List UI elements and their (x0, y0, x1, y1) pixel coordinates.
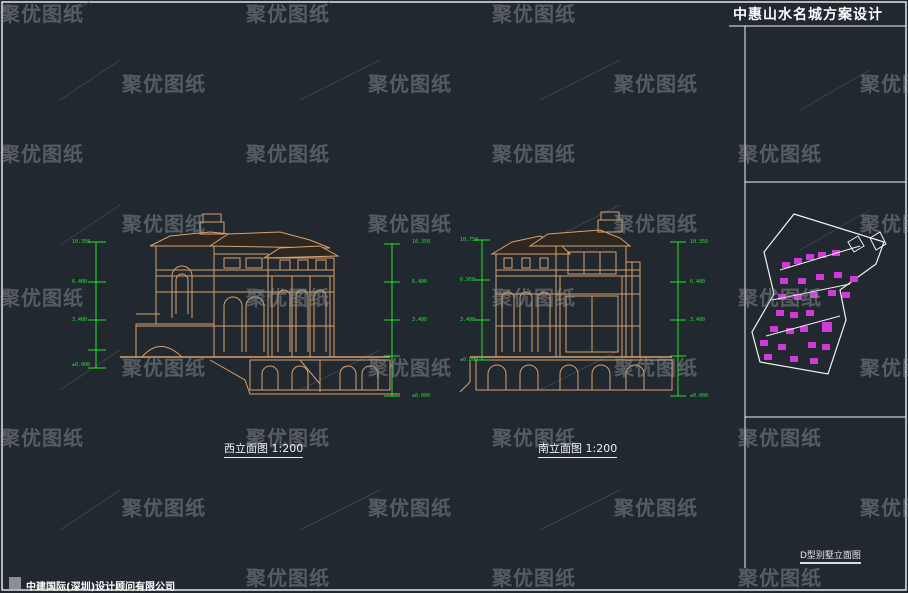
west-right-elev-3: 3.400 (412, 317, 427, 323)
south-elevation-caption: 南立面图 1:200 (538, 440, 618, 458)
west-left-elev-1: 10.350 (72, 239, 90, 245)
west-elevation-drawing[interactable] (120, 213, 400, 395)
west-right-elev-1: 10.350 (412, 239, 430, 245)
west-left-elev-4: ±0.000 (72, 362, 90, 368)
west-left-elev-2: 6.400 (72, 279, 87, 285)
south-left-elev-3: 3.400 (460, 317, 475, 323)
south-left-elev-1: 10.750 (460, 237, 478, 243)
drawing-name: D型别墅立面图 (800, 548, 861, 564)
west-elevation-caption: 西立面图 1:200 (224, 440, 304, 458)
south-right-elev-2: 6.400 (690, 279, 705, 285)
west-left-elev-3: 3.400 (72, 317, 87, 323)
south-dimension-labels: 10.750 6.950 3.400 ±0.000 10.350 6.400 3… (460, 237, 708, 399)
south-right-elev-3: 3.400 (690, 317, 705, 323)
west-right-elev-2: 6.400 (412, 279, 427, 285)
south-left-elev-4: ±0.000 (460, 357, 478, 363)
project-title: 中惠山水名城方案设计 (733, 7, 883, 23)
company-logo-icon (9, 577, 21, 589)
company-name: 中建国际(深圳)设计顾问有限公司 (26, 582, 176, 593)
south-dimension-lines (474, 239, 686, 397)
south-left-elev-2: 6.950 (460, 277, 475, 283)
south-elevation-drawing[interactable] (459, 211, 673, 393)
site-houses (760, 250, 858, 364)
west-dimension-lines (88, 241, 400, 397)
site-key-plan[interactable] (751, 213, 887, 375)
watermark-lines (59, 0, 871, 531)
west-right-elev-4: ±0.000 (412, 393, 430, 399)
south-right-elev-4: ±0.000 (690, 393, 708, 399)
south-right-elev-1: 10.350 (690, 239, 708, 245)
west-dimension-labels: 10.350 6.400 3.400 ±0.000 10.350 6.400 3… (72, 239, 430, 399)
